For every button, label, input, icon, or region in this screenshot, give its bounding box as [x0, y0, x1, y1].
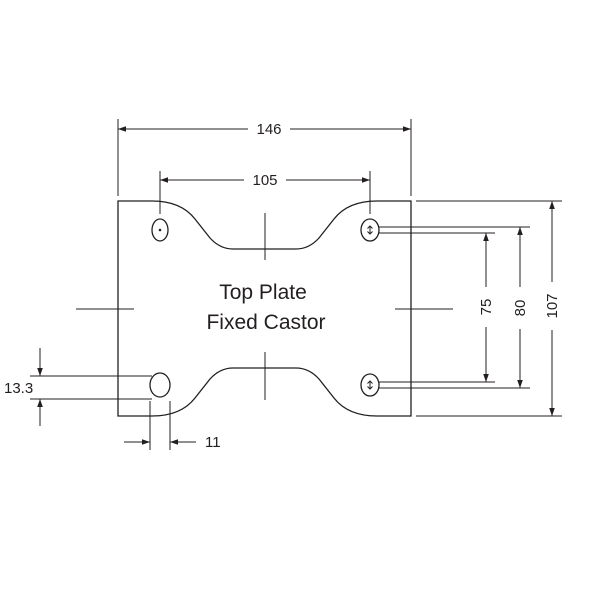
title-line-2: Fixed Castor	[206, 311, 325, 334]
slot-bottom-right	[360, 373, 380, 397]
dim-hole-spacing-width: 105	[252, 172, 277, 189]
title-line-1: Top Plate	[219, 281, 307, 304]
plate-outline	[117, 200, 412, 417]
dim-overall-height: 107	[544, 293, 561, 318]
dim-slot-offset: 13.3	[4, 380, 33, 397]
slot-top-right	[360, 218, 380, 242]
dim-overall-width: 146	[256, 121, 281, 138]
slot-bottom-left	[149, 372, 171, 398]
dim-slot-outer-height: 80	[512, 300, 529, 317]
slot-top-left	[151, 218, 169, 242]
dim-hole-spacing-height: 75	[478, 299, 495, 316]
dim-slot-width: 11	[205, 434, 221, 451]
